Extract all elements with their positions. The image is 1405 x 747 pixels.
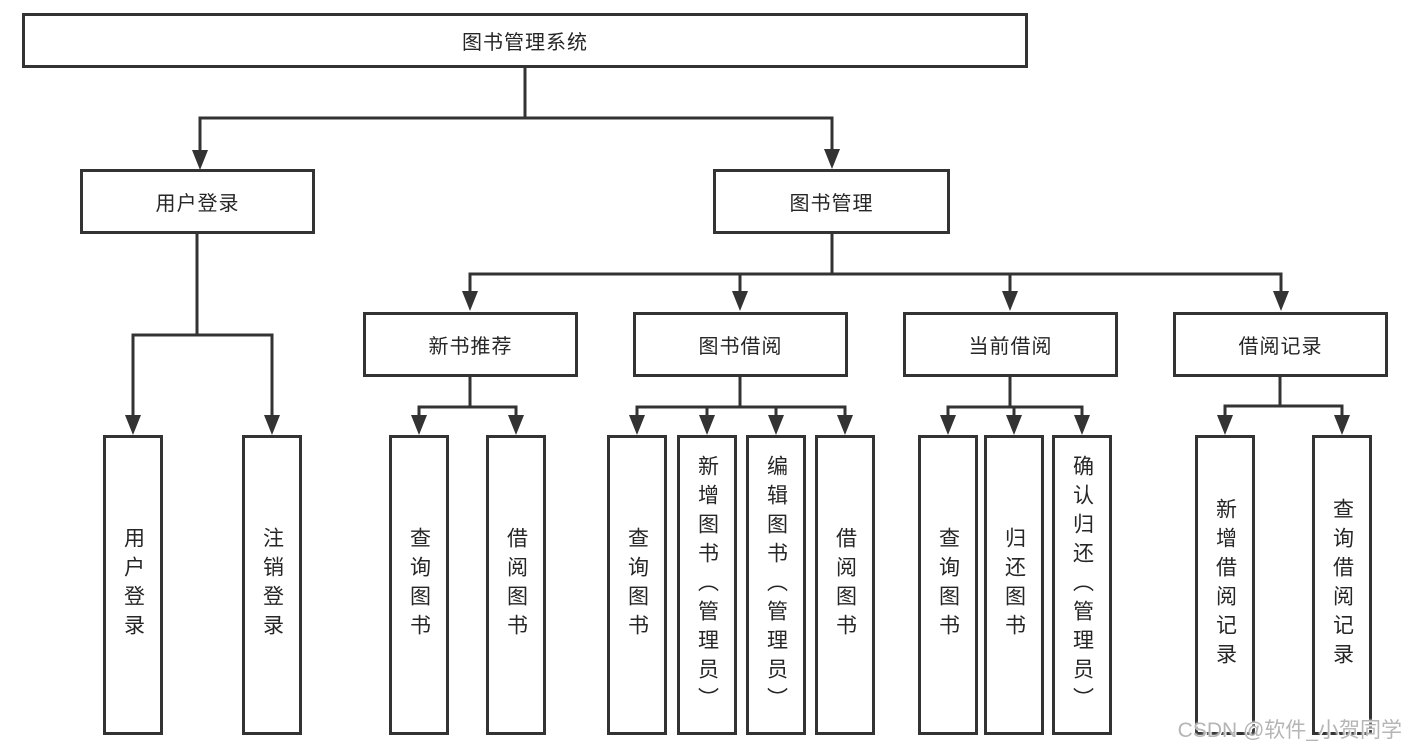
node-leaf-borrow-query-book: 查询图书 [607, 435, 667, 735]
leaf-label: 查询图书 [407, 527, 431, 643]
node-new-book-recommend: 新书推荐 [363, 312, 578, 377]
leaf-label: 用户登录 [121, 527, 145, 643]
node-library-management-system: 图书管理系统 [22, 13, 1028, 68]
leaf-label: 新增图书（管理员） [695, 454, 719, 716]
leaf-label: 注销登录 [260, 527, 284, 643]
node-user-login: 用户登录 [80, 169, 315, 234]
leaf-label: 查询图书 [936, 527, 960, 643]
node-leaf-current-query-book: 查询图书 [918, 435, 978, 735]
leaf-label: 查询图书 [625, 527, 649, 643]
leaf-label: 归还图书 [1002, 527, 1026, 643]
node-leaf-query-borrow-record: 查询借阅记录 [1312, 435, 1372, 735]
node-leaf-confirm-return-admin: 确认归还（管理员） [1052, 435, 1112, 735]
leaf-label: 确认归还（管理员） [1070, 454, 1094, 716]
node-book-borrow: 图书借阅 [633, 312, 848, 377]
node-leaf-add-book-admin: 新增图书（管理员） [677, 435, 737, 735]
csdn-watermark: CSDN @软件_小贺同学 [1177, 719, 1402, 742]
node-leaf-borrow-book: 借阅图书 [815, 435, 875, 735]
node-leaf-recommend-borrow-book: 借阅图书 [486, 435, 546, 735]
leaf-label: 借阅图书 [504, 527, 528, 643]
node-leaf-user-login: 用户登录 [103, 435, 163, 735]
leaf-label: 编辑图书（管理员） [764, 454, 788, 716]
leaf-label: 新增借阅记录 [1213, 498, 1237, 672]
node-leaf-recommend-query-book: 查询图书 [389, 435, 449, 735]
node-leaf-edit-book-admin: 编辑图书（管理员） [746, 435, 806, 735]
node-borrow-records: 借阅记录 [1173, 312, 1388, 377]
leaf-label: 借阅图书 [833, 527, 857, 643]
leaf-label: 查询借阅记录 [1330, 498, 1354, 672]
node-book-management: 图书管理 [713, 169, 950, 234]
node-leaf-add-borrow-record: 新增借阅记录 [1195, 435, 1255, 735]
node-leaf-return-book: 归还图书 [984, 435, 1044, 735]
node-current-borrow: 当前借阅 [903, 312, 1118, 377]
node-leaf-logout: 注销登录 [242, 435, 302, 735]
